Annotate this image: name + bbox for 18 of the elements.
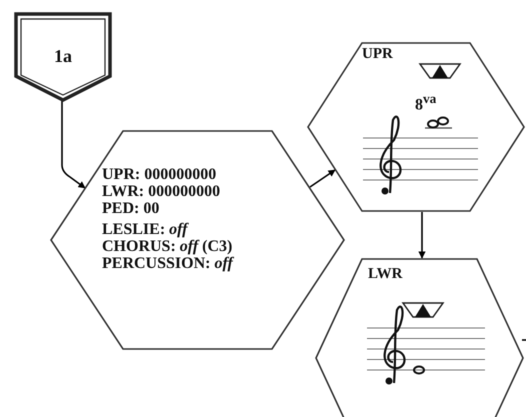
setting-text: PED: 00 bbox=[102, 200, 160, 218]
hexagon-box bbox=[50, 130, 345, 350]
setting-text: LWR: 000000000 bbox=[102, 183, 220, 201]
manual-label: LWR bbox=[368, 266, 402, 282]
arrow bbox=[61, 101, 86, 189]
setting-text: CHORUS: off (C3) bbox=[102, 238, 232, 256]
manual-label: UPR bbox=[362, 46, 393, 62]
off-page-connector bbox=[15, 13, 111, 101]
connector-label: 1a bbox=[53, 47, 73, 67]
arrow bbox=[418, 212, 426, 259]
octave-mark: 8$^{va}$ bbox=[415, 92, 436, 114]
connector-line bbox=[522, 339, 526, 341]
hexagon-box bbox=[315, 258, 524, 417]
setting-text: PERCUSSION: off bbox=[102, 255, 233, 273]
setting-text: LESLIE: off bbox=[102, 221, 188, 239]
arrow bbox=[310, 169, 336, 188]
hexagon-box bbox=[307, 42, 525, 212]
setting-text: UPR: 000000000 bbox=[102, 166, 216, 184]
